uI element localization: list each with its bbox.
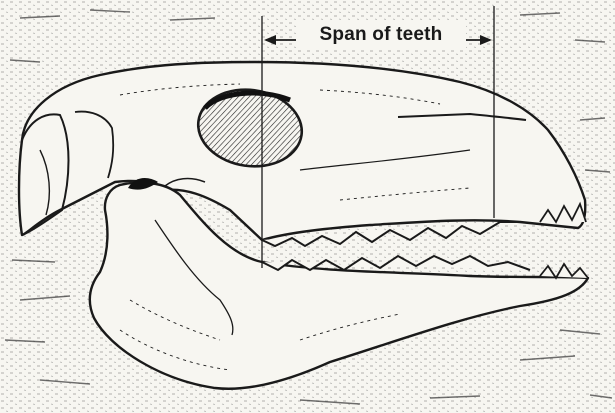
span-of-teeth-label: Span of teeth [296, 22, 466, 48]
